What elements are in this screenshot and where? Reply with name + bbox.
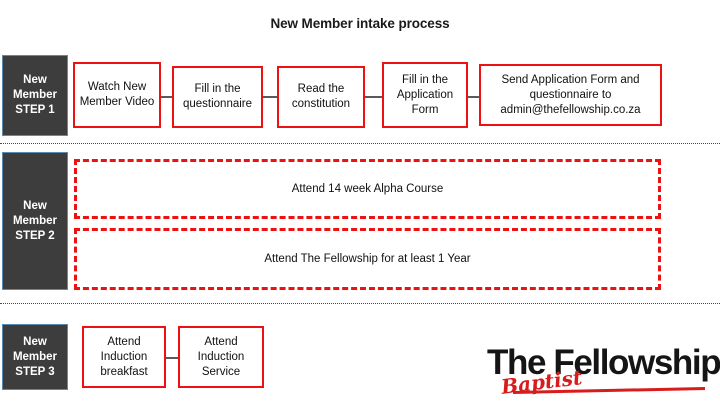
step-3-label-line3: STEP 3 [15, 365, 55, 378]
step-3-label-line2: Member [12, 350, 58, 363]
step-3-label-line1: New [23, 335, 47, 348]
step-2-box-1[interactable]: Attend 14 week Alpha Course [74, 159, 661, 219]
step-2-box-2[interactable]: Attend The Fellowship for at least 1 Yea… [74, 228, 661, 290]
step-3-label: New Member STEP 3 [2, 324, 68, 390]
step-1-box-2[interactable]: Fill in the questionnaire [172, 66, 263, 128]
connector-1-2 [161, 96, 173, 98]
step-1-box-4[interactable]: Fill in the Application Form [382, 62, 468, 128]
connector-2-3 [263, 96, 277, 98]
connector-3-4 [365, 96, 382, 98]
step-1-label-line1: New [23, 74, 47, 86]
connector-s3-1-2 [166, 357, 178, 359]
step-2-label-line2: Member [12, 214, 58, 227]
step-1-box-1[interactable]: Watch New Member Video [73, 62, 161, 128]
section-divider-2 [0, 303, 720, 304]
step-3-box-2[interactable]: Attend Induction Service [178, 326, 264, 388]
step-3-box-1[interactable]: Attend Induction breakfast [82, 326, 166, 388]
logo-wordmark: The Fellowship [487, 343, 720, 382]
step-2-label-line3: STEP 2 [15, 229, 55, 242]
step-1-label-line3: STEP 1 [15, 104, 55, 116]
step-1-label: New Member STEP 1 [2, 55, 68, 136]
step-1-label-line2: Member [12, 89, 58, 101]
fellowship-baptist-logo: The Fellowship Baptist [487, 342, 720, 400]
step-2-label-line1: New [23, 199, 47, 212]
step-1-box-3[interactable]: Read the constitution [277, 66, 365, 128]
step-2-label: New Member STEP 2 [2, 152, 68, 290]
section-divider-1 [0, 143, 720, 144]
page-title: New Member intake process [270, 16, 450, 31]
step-1-box-5[interactable]: Send Application Form and questionnaire … [479, 64, 662, 126]
connector-4-5 [468, 96, 479, 98]
